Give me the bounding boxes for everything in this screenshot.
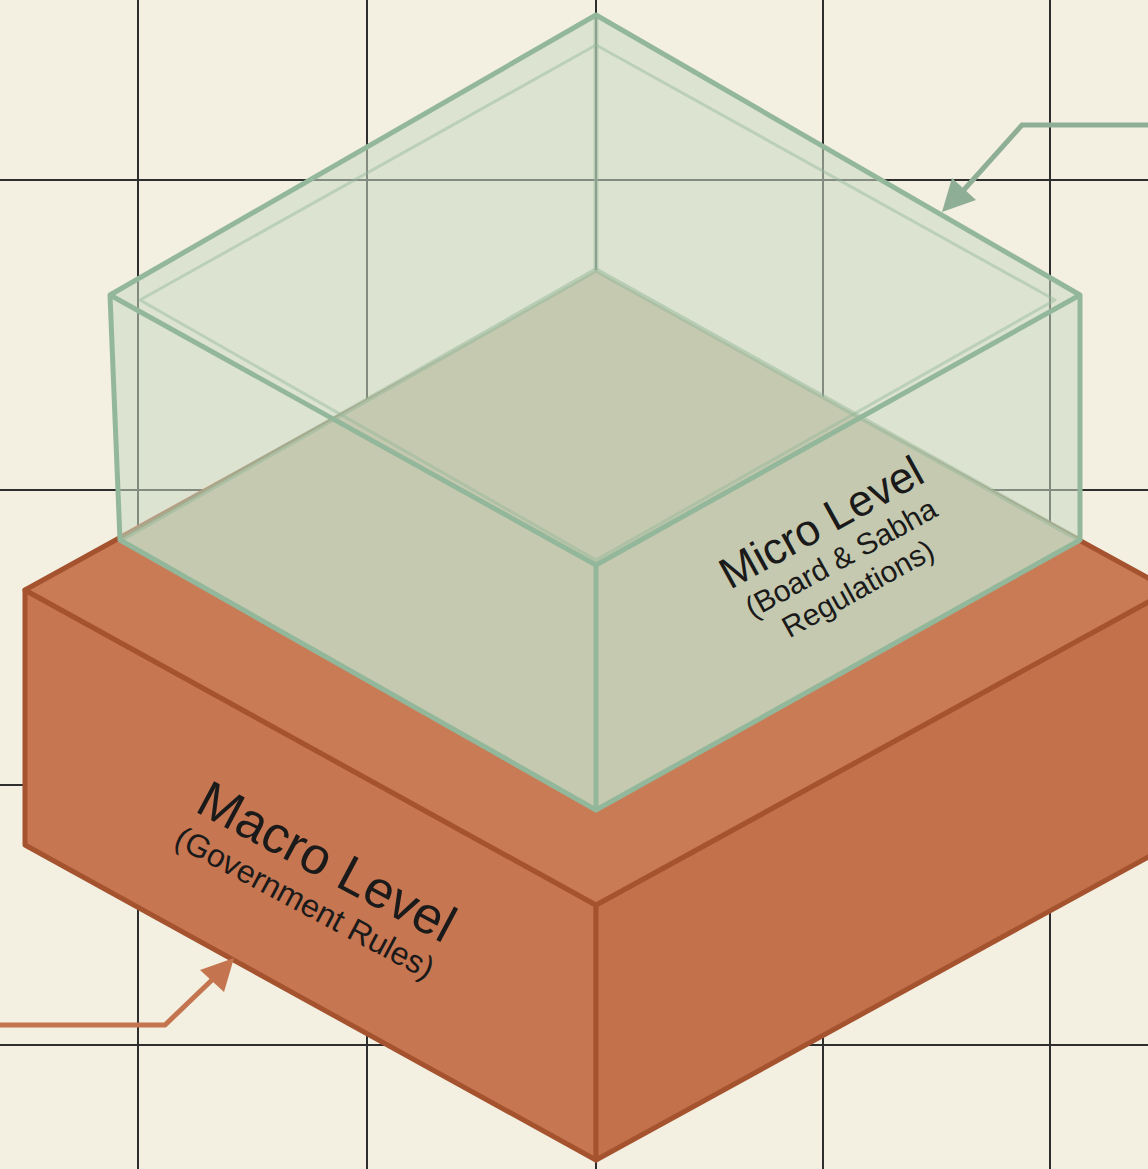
leader-arrow — [942, 125, 1148, 212]
leader-arrow — [0, 958, 234, 1025]
micro-block — [110, 15, 1080, 810]
